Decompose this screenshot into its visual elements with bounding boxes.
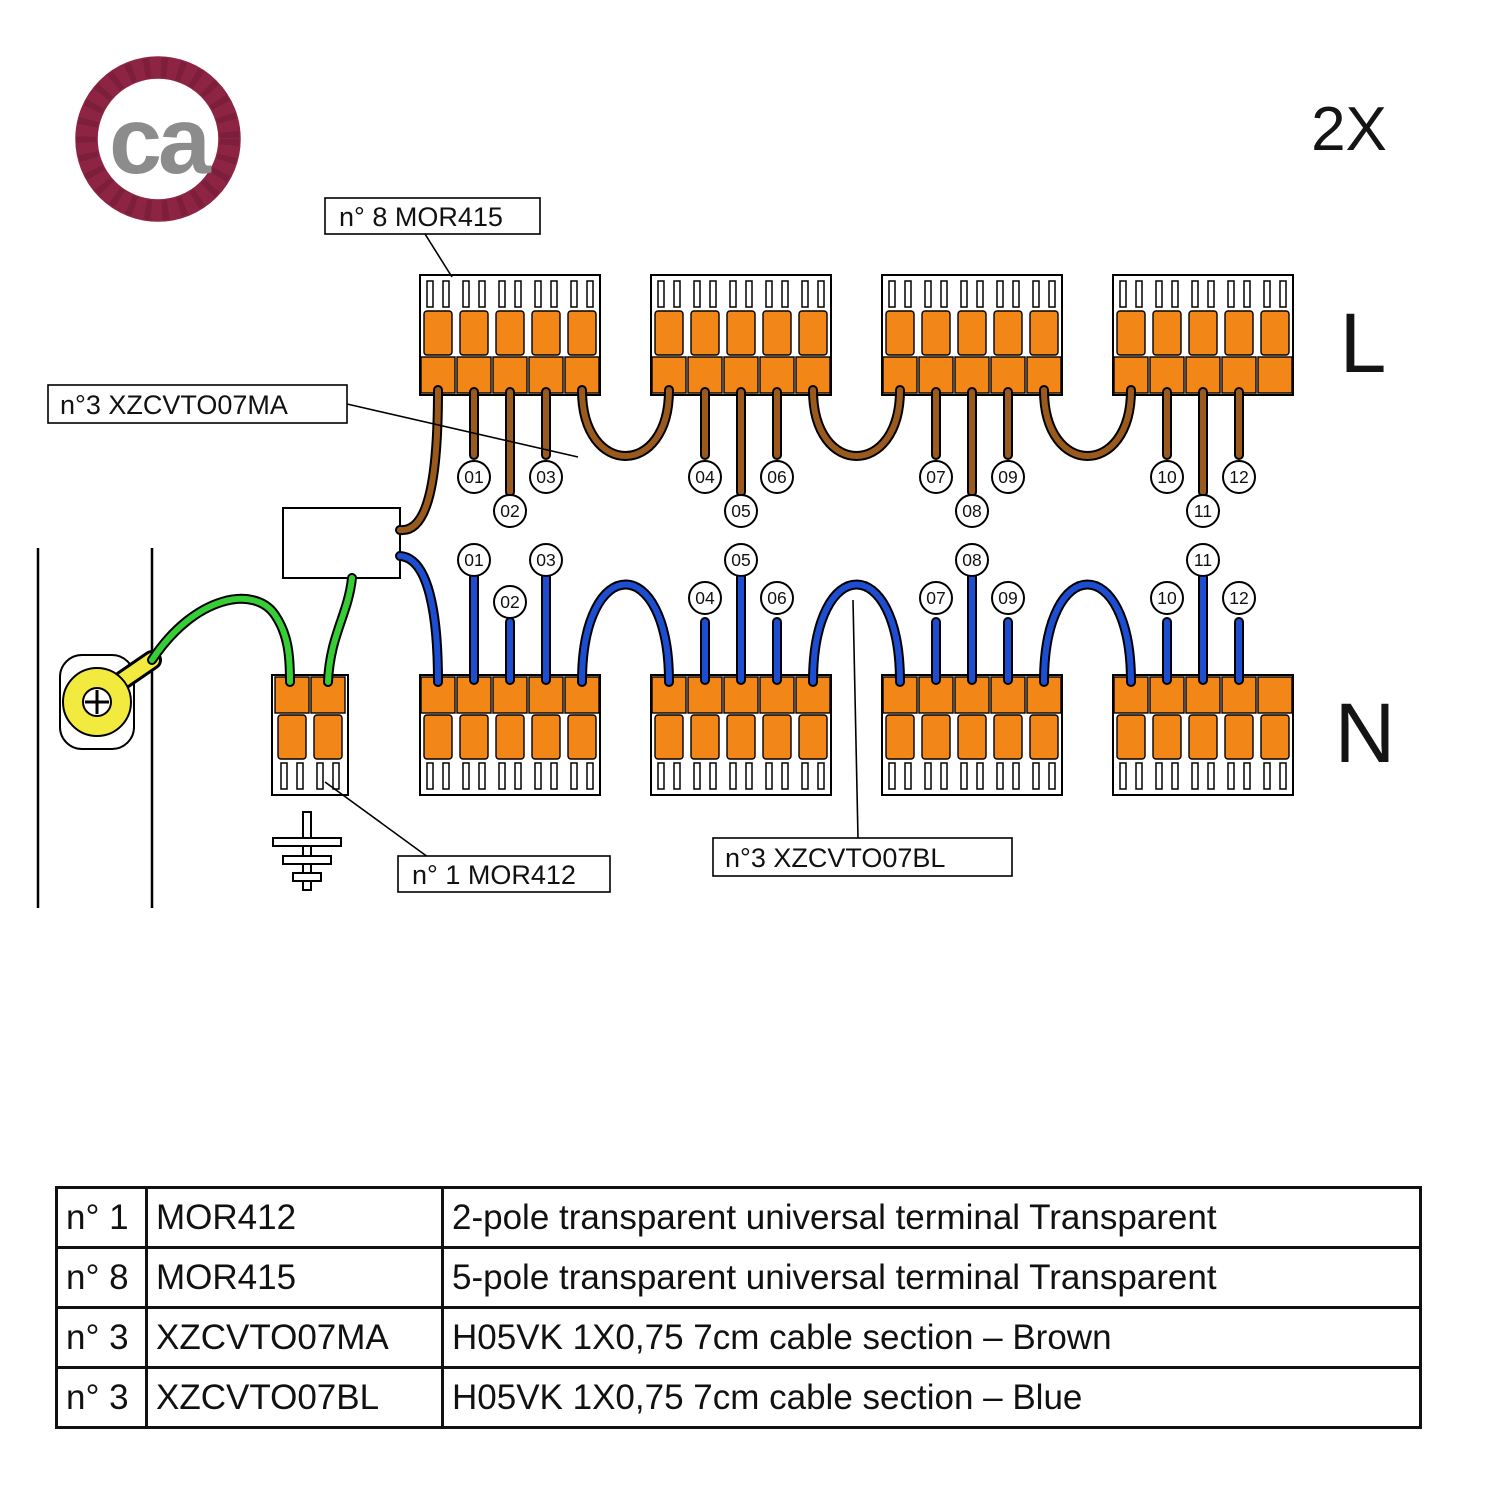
svg-text:09: 09 — [998, 588, 1017, 608]
desc-cell: H05VK 1X0,75 7cm cable section – Blue — [441, 1366, 1422, 1429]
svg-text:01: 01 — [464, 467, 483, 487]
svg-text:02: 02 — [500, 501, 519, 521]
callout-mor412: n° 1 MOR412 — [324, 781, 611, 893]
code-cell: XZCVTO07BL — [145, 1366, 444, 1429]
wire-number-badge: 05 — [724, 543, 758, 577]
code-cell: MOR415 — [145, 1246, 444, 1309]
code-cell: XZCVTO07MA — [145, 1306, 444, 1369]
table-row: n° 1 MOR412 2-pole transparent universal… — [55, 1186, 1422, 1249]
svg-text:11: 11 — [1194, 550, 1212, 570]
code-cell: MOR412 — [145, 1186, 444, 1249]
qty-cell: n° 3 — [55, 1306, 148, 1369]
callout-cable-blue: n°3 XZCVTO07BL — [712, 599, 1013, 877]
svg-text:03: 03 — [536, 550, 555, 570]
brand-logo: ca — [75, 56, 241, 222]
wire-number-badge: 12 — [1222, 581, 1256, 615]
svg-text:03: 03 — [536, 467, 555, 487]
wire-number-badge: 04 — [688, 581, 722, 615]
svg-text:04: 04 — [695, 588, 715, 608]
terminal-2pole-earth — [272, 675, 348, 795]
terminal-5pole-L2 — [651, 275, 831, 395]
svg-text:08: 08 — [962, 550, 981, 570]
logo-rope-texture — [76, 57, 240, 221]
callout-mor415: n° 8 MOR415 — [324, 197, 541, 278]
wire-number-badge: 02 — [493, 494, 527, 528]
wire-number-badge: 10 — [1150, 581, 1184, 615]
wire-number-badge: 03 — [529, 543, 563, 577]
logo-text: ca — [109, 88, 212, 194]
svg-text:12: 12 — [1229, 588, 1248, 608]
green-earth-wires — [152, 578, 352, 682]
svg-text:10: 10 — [1157, 467, 1177, 487]
svg-text:06: 06 — [767, 467, 786, 487]
screw-cross-icon — [85, 690, 109, 714]
wire-number-badge: 04 — [688, 460, 722, 494]
live-line-label: L — [1340, 296, 1387, 390]
terminal-5pole-N1 — [420, 675, 600, 795]
svg-text:07: 07 — [926, 588, 945, 608]
live-wire-numbers: 01 02 03 04 05 06 07 08 09 10 11 12 — [457, 460, 1256, 528]
wire-number-badge: 08 — [955, 543, 989, 577]
wire-number-badge: 07 — [919, 460, 953, 494]
desc-cell: 5-pole transparent universal terminal Tr… — [441, 1246, 1422, 1309]
svg-text:04: 04 — [695, 467, 715, 487]
table-row: n° 3 XZCVTO07MA H05VK 1X0,75 7cm cable s… — [55, 1306, 1422, 1369]
svg-text:09: 09 — [998, 467, 1017, 487]
callout-mor415-label: n° 8 MOR415 — [339, 202, 503, 232]
svg-text:05: 05 — [731, 501, 750, 521]
blue-neutral-wires — [400, 556, 1239, 682]
terminal-5pole-N3 — [882, 675, 1062, 795]
wiring-diagram: ca 2X — [36, 56, 1396, 908]
svg-text:01: 01 — [464, 550, 483, 570]
terminal-5pole-L1 — [420, 275, 600, 395]
bill-of-materials: n° 1 MOR412 2-pole transparent universal… — [55, 1186, 1422, 1429]
quantity-label: 2X — [1311, 95, 1387, 164]
svg-text:12: 12 — [1229, 467, 1248, 487]
cable-entry-box — [282, 507, 401, 579]
callout-cable-blue-label: n°3 XZCVTO07BL — [725, 843, 945, 873]
terminal-5pole-N4 — [1113, 675, 1293, 795]
svg-text:08: 08 — [962, 501, 981, 521]
wire-number-badge: 11 — [1186, 494, 1220, 528]
wire-number-badge: 01 — [457, 543, 491, 577]
desc-cell: 2-pole transparent universal terminal Tr… — [441, 1186, 1422, 1249]
terminal-5pole-N2 — [651, 675, 831, 795]
neutral-wire-numbers: 01 02 03 04 05 06 07 08 09 10 11 12 — [457, 543, 1256, 619]
wire-number-badge: 01 — [457, 460, 491, 494]
table-row: n° 8 MOR415 5-pole transparent universal… — [55, 1246, 1422, 1309]
svg-text:10: 10 — [1157, 588, 1177, 608]
wire-number-badge: 09 — [991, 581, 1025, 615]
wall-lines — [36, 548, 154, 908]
callout-mor412-label: n° 1 MOR412 — [412, 860, 576, 890]
svg-text:06: 06 — [767, 588, 786, 608]
terminal-5pole-L4 — [1113, 275, 1293, 395]
qty-cell: n° 1 — [55, 1186, 148, 1249]
wire-number-badge: 05 — [724, 494, 758, 528]
svg-text:05: 05 — [731, 550, 750, 570]
terminal-5pole-L3 — [882, 275, 1062, 395]
desc-cell: H05VK 1X0,75 7cm cable section – Brown — [441, 1306, 1422, 1369]
neutral-line-label: N — [1335, 686, 1396, 780]
wire-number-badge: 06 — [760, 581, 794, 615]
qty-cell: n° 3 — [55, 1366, 148, 1429]
callout-cable-brown-label: n°3 XZCVTO07MA — [60, 390, 288, 420]
ring-terminal — [59, 650, 162, 750]
table-row: n° 3 XZCVTO07BL H05VK 1X0,75 7cm cable s… — [55, 1366, 1422, 1429]
wire-number-badge: 08 — [955, 494, 989, 528]
wire-number-badge: 11 — [1186, 543, 1220, 577]
wire-number-badge: 07 — [919, 581, 953, 615]
wire-number-badge: 06 — [760, 460, 794, 494]
svg-text:02: 02 — [500, 592, 519, 612]
svg-text:11: 11 — [1194, 501, 1212, 521]
svg-text:07: 07 — [926, 467, 945, 487]
wire-number-badge: 02 — [493, 585, 527, 619]
wire-number-badge: 12 — [1222, 460, 1256, 494]
wire-number-badge: 09 — [991, 460, 1025, 494]
wire-number-badge: 10 — [1150, 460, 1184, 494]
qty-cell: n° 8 — [55, 1246, 148, 1309]
ground-symbol — [272, 811, 342, 891]
wire-number-badge: 03 — [529, 460, 563, 494]
callout-cable-brown: n°3 XZCVTO07MA — [47, 384, 579, 458]
